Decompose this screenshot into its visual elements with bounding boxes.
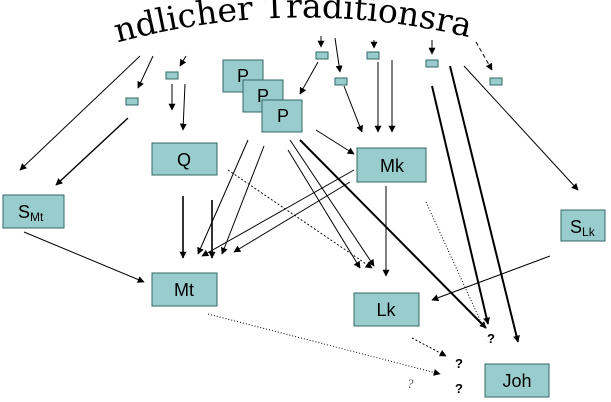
p-box-3: [261, 99, 303, 133]
arrow-p-to-mk: [315, 129, 355, 155]
arrow-lk-to-joh: [411, 337, 447, 357]
p-box-3-label: P: [277, 106, 289, 126]
smt-node: SMt: [2, 194, 65, 229]
mk-label: Mk: [380, 156, 405, 176]
mt-node: Mt: [151, 272, 218, 307]
oral-unit: [334, 77, 348, 86]
q-node: Q: [151, 142, 218, 176]
arrow-tradition-to-smt: [19, 55, 141, 171]
arrow-tradition-small-7: [475, 41, 493, 71]
question-mark-3: ?: [455, 381, 463, 396]
joh-node: Joh: [484, 363, 550, 398]
oral-unit: [366, 51, 380, 60]
mk-box: [356, 147, 427, 183]
joh-box: [484, 363, 550, 398]
question-mark-1: ?: [487, 331, 495, 346]
q-label: Q: [177, 150, 191, 170]
arrow-mk-to-joh-dotted: [425, 201, 481, 321]
oral-unit: [315, 51, 329, 60]
oral-unit: [489, 77, 503, 86]
arrow-tradition-small-1: [137, 55, 154, 89]
arrow-p-to-joh: [299, 139, 487, 329]
arrow-smt-to-mt: [23, 231, 145, 283]
arrow-mk-to-mt-1: [201, 169, 355, 257]
arrow-oral-to-p: [299, 61, 319, 95]
oral-unit: [425, 59, 439, 68]
arrow-p-to-mt-2: [221, 145, 265, 255]
slk-box: [560, 209, 606, 242]
slk-label-main: S: [570, 217, 582, 237]
smt-label: SMt: [18, 202, 44, 224]
mk-node: Mk: [356, 147, 427, 183]
diagram-title-text: Mündlicher Traditionsraum: [0, 0, 476, 50]
arrow-p-to-lk-1: [287, 149, 361, 269]
oral-unit: [125, 97, 139, 106]
question-mark-4: ?: [407, 376, 414, 391]
slk-node: SLk: [560, 209, 606, 242]
smt-label-main: S: [18, 202, 30, 222]
diagram-title: Mündlicher Traditionsraum: [0, 0, 476, 50]
arrow-oral-to-q: [179, 83, 187, 131]
slk-label: SLk: [570, 217, 596, 239]
lk-box: [353, 292, 420, 327]
slk-label-sub: Lk: [582, 225, 596, 239]
smt-label-sub: Mt: [30, 210, 44, 224]
mt-box: [151, 272, 218, 307]
arrow-oral-to-smt: [55, 117, 129, 186]
arrow-tradition-small-2: [179, 55, 187, 67]
arrows-layer: [19, 36, 579, 376]
lk-node: Lk: [353, 292, 420, 327]
oral-unit: [165, 71, 179, 80]
arrow-p-to-mt-1: [197, 139, 249, 255]
arrow-mt-to-joh: [207, 313, 441, 376]
arrow-oral-to-joh-1: [431, 85, 490, 325]
arrow-mk-to-mt-2: [233, 181, 351, 253]
mt-label: Mt: [174, 280, 194, 300]
oral-units-layer: [125, 51, 503, 106]
arrow-oral-to-mk-1: [343, 85, 363, 133]
smt-box: [2, 194, 65, 229]
lk-label: Lk: [376, 300, 396, 320]
p-stack: P P P: [222, 59, 303, 133]
arrow-slk-to-lk: [431, 255, 551, 302]
joh-label: Joh: [502, 371, 531, 391]
q-box: [151, 142, 218, 176]
question-mark-2: ?: [455, 356, 463, 371]
arrow-oral-to-slk: [463, 65, 579, 191]
arrow-q-to-lk: [227, 169, 373, 269]
arrow-p-to-lk-2: [289, 139, 375, 267]
arrow-tradition-small-4: [334, 37, 343, 73]
arrow-oral-to-joh-2: [449, 65, 520, 343]
